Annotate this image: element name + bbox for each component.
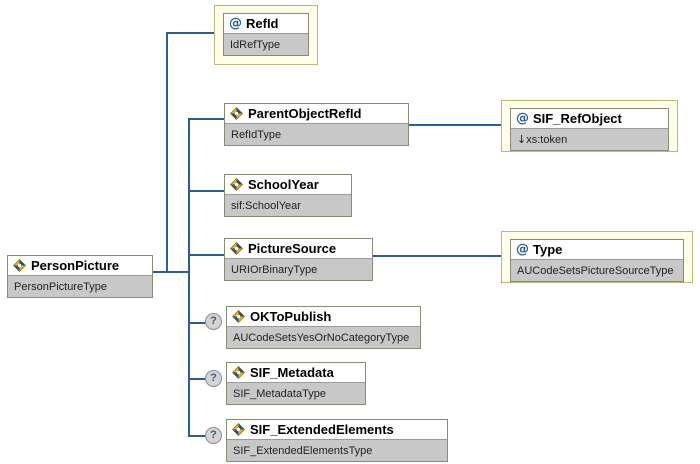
connector-branch-parentobjectrefid (188, 118, 224, 120)
node-type-row: SIF_ExtendedElementsType (227, 439, 447, 461)
node-parentobjectrefid[interactable]: ParentObjectRefId RefIdType (224, 103, 409, 146)
node-type: PersonPictureType (14, 281, 107, 293)
node-frame: SIF_ExtendedElements SIF_ExtendedElement… (226, 419, 448, 462)
element-diamond-icon (232, 310, 245, 323)
node-type-row: IdRefType (224, 33, 308, 55)
node-person-picture[interactable]: PersonPicture PersonPictureType (7, 255, 153, 298)
node-sif-metadata[interactable]: SIF_Metadata SIF_MetadataType (226, 362, 366, 405)
node-schoolyear[interactable]: SchoolYear sif:SchoolYear (224, 174, 352, 217)
element-diamond-icon (230, 242, 243, 255)
node-title-row: SIF_ExtendedElements (227, 420, 447, 439)
node-frame: ParentObjectRefId RefIdType (224, 103, 409, 146)
node-type: xs:token (526, 134, 568, 146)
node-frame: @ RefId IdRefType (223, 13, 309, 56)
node-type: SIF_ExtendedElementsType (233, 445, 373, 457)
node-type: RefIdType (231, 129, 282, 141)
connector-branch-sif-extendedelements (188, 435, 206, 437)
node-title: PictureSource (248, 241, 337, 256)
node-title-row: ParentObjectRefId (225, 104, 408, 123)
connector-element-trunk (188, 118, 190, 436)
node-title: Type (533, 242, 563, 257)
connector-parentobjectrefid-to-sifrefobject (409, 124, 501, 126)
node-title-row: SchoolYear (225, 175, 351, 194)
node-frame: OKToPublish AUCodeSetsYesOrNoCategoryTyp… (226, 306, 421, 349)
node-title-row: PictureSource (225, 239, 372, 258)
node-frame: SIF_Metadata SIF_MetadataType (226, 362, 366, 405)
node-frame: PersonPicture PersonPictureType (7, 255, 153, 298)
node-title: OKToPublish (250, 309, 332, 324)
node-title-row: SIF_Metadata (227, 363, 365, 382)
node-type-row: SIF_MetadataType (227, 382, 365, 404)
node-title: ParentObjectRefId (248, 106, 362, 121)
connector-attribute-trunk (166, 32, 168, 273)
node-type-row: URIOrBinaryType (225, 258, 372, 280)
node-title: SIF_RefObject (533, 111, 622, 126)
node-title-row: @ RefId (224, 14, 308, 33)
element-diamond-icon (230, 107, 243, 120)
node-title: SchoolYear (248, 177, 319, 192)
connector-root-stub (152, 271, 190, 273)
attribute-at-icon: @ (516, 242, 529, 257)
node-title: SIF_ExtendedElements (250, 422, 394, 437)
node-title: RefId (246, 16, 279, 31)
node-type: IdRefType (230, 39, 281, 51)
node-picturesource[interactable]: PictureSource URIOrBinaryType (224, 238, 373, 281)
element-diamond-icon (13, 259, 26, 272)
connector-picturesource-to-type (373, 255, 501, 257)
node-title-row: OKToPublish (227, 307, 420, 326)
node-type-row: AUCodeSetsPictureSourceType (511, 259, 683, 281)
node-type: AUCodeSetsPictureSourceType (517, 265, 674, 277)
node-type: SIF_MetadataType (233, 388, 326, 400)
node-type-container[interactable]: @ Type AUCodeSetsPictureSourceType (501, 231, 693, 283)
element-diamond-icon (232, 366, 245, 379)
connector-branch-refid (166, 32, 214, 34)
node-sif-refobject-container[interactable]: @ SIF_RefObject ↓xs:token (501, 100, 678, 152)
optional-marker-sif-metadata: ? (205, 370, 222, 387)
connector-branch-sif-metadata (188, 378, 206, 380)
node-type: sif:SchoolYear (231, 200, 301, 212)
node-title-row: @ Type (511, 240, 683, 259)
optional-marker-sif-extendedelements: ? (205, 427, 222, 444)
node-oktopublish[interactable]: OKToPublish AUCodeSetsYesOrNoCategoryTyp… (226, 306, 421, 349)
derivation-arrow-icon: ↓ (517, 133, 527, 146)
node-type-row: ↓xs:token (511, 128, 668, 150)
connector-branch-schoolyear (188, 190, 224, 192)
node-type-row: AUCodeSetsYesOrNoCategoryType (227, 326, 420, 348)
element-diamond-icon (230, 178, 243, 191)
node-frame: PictureSource URIOrBinaryType (224, 238, 373, 281)
node-frame: @ Type AUCodeSetsPictureSourceType (510, 239, 684, 282)
attribute-at-icon: @ (516, 111, 529, 126)
node-sif-extendedelements[interactable]: SIF_ExtendedElements SIF_ExtendedElement… (226, 419, 448, 462)
node-refid-container[interactable]: @ RefId IdRefType (214, 5, 318, 65)
node-title: SIF_Metadata (250, 365, 334, 380)
node-type-row: PersonPictureType (8, 275, 152, 297)
element-diamond-icon (232, 423, 245, 436)
optional-marker-oktopublish: ? (205, 313, 222, 330)
node-type: AUCodeSetsYesOrNoCategoryType (233, 332, 410, 344)
node-frame: SchoolYear sif:SchoolYear (224, 174, 352, 217)
node-title-row: @ SIF_RefObject (511, 109, 668, 128)
attribute-at-icon: @ (229, 16, 242, 31)
node-title: PersonPicture (31, 258, 120, 273)
node-type: URIOrBinaryType (231, 264, 318, 276)
connector-branch-picturesource (188, 254, 224, 256)
node-type-row: RefIdType (225, 123, 408, 145)
node-title-row: PersonPicture (8, 256, 152, 275)
node-frame: @ SIF_RefObject ↓xs:token (510, 108, 669, 151)
connector-branch-oktopublish (188, 322, 206, 324)
node-type-row: sif:SchoolYear (225, 194, 351, 216)
